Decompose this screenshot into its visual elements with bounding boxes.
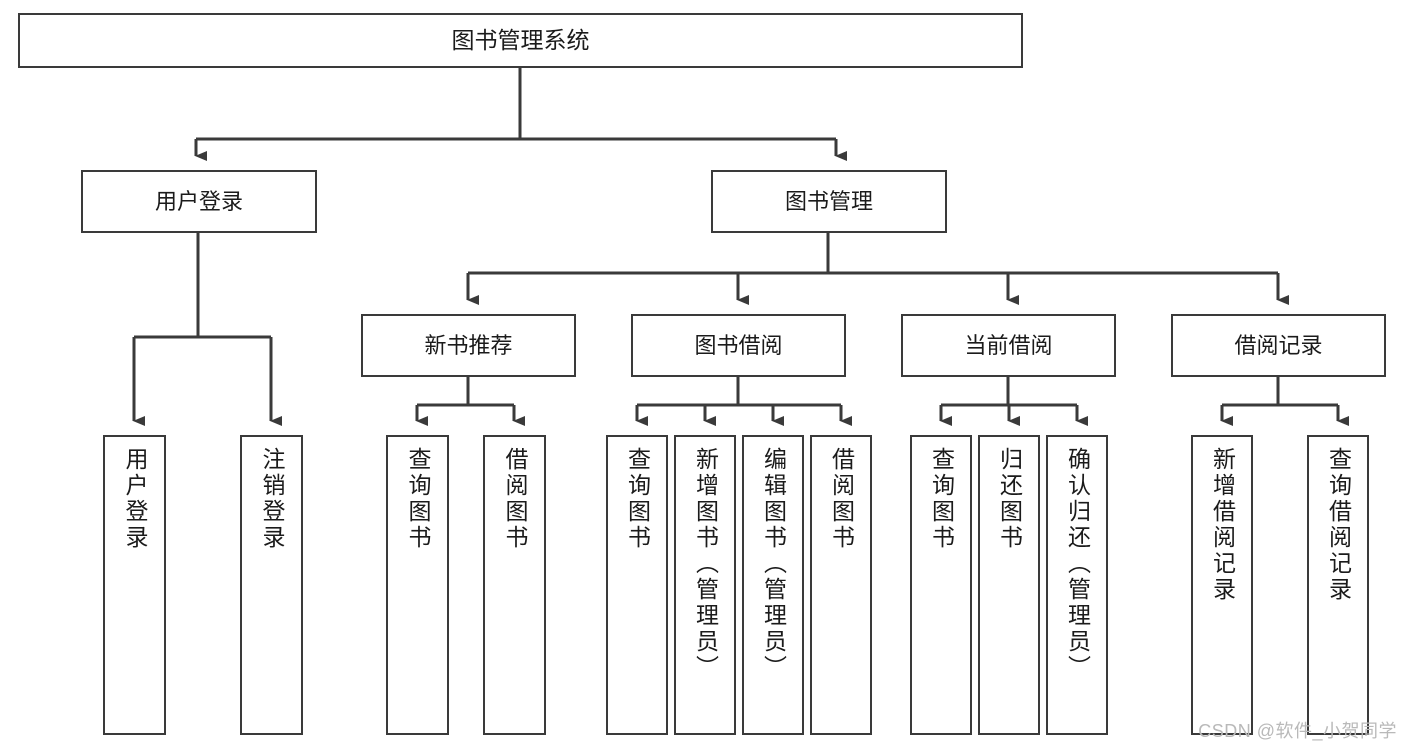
node-label: 借阅图书 bbox=[828, 447, 855, 551]
node-label: 查询借阅记录 bbox=[1325, 447, 1352, 603]
node-label: 新增借阅记录 bbox=[1209, 447, 1236, 603]
watermark: CSDN @软件_小贺同学 bbox=[1198, 721, 1397, 741]
node-label: 图书管理 bbox=[784, 188, 873, 214]
leaf-add-borrow-record[interactable]: 新增借阅记录 bbox=[1191, 435, 1253, 735]
leaf-query-book-recommend[interactable]: 查询图书 bbox=[386, 435, 449, 735]
node-label: 查询图书 bbox=[405, 447, 431, 551]
node-root-book-management-system[interactable]: 图书管理系统 bbox=[18, 13, 1023, 68]
node-label: 确认归还（管理员） bbox=[1064, 447, 1091, 681]
node-new-book-recommend[interactable]: 新书推荐 bbox=[361, 314, 576, 377]
node-label: 查询图书 bbox=[928, 447, 955, 551]
node-current-borrow[interactable]: 当前借阅 bbox=[901, 314, 1116, 377]
node-user-login[interactable]: 用户登录 bbox=[81, 170, 317, 233]
leaf-confirm-return-admin[interactable]: 确认归还（管理员） bbox=[1046, 435, 1108, 735]
node-book-management[interactable]: 图书管理 bbox=[711, 170, 947, 233]
node-label: 图书管理系统 bbox=[451, 26, 590, 53]
leaf-edit-book-admin[interactable]: 编辑图书（管理员） bbox=[742, 435, 804, 735]
leaf-query-borrow-record[interactable]: 查询借阅记录 bbox=[1307, 435, 1369, 735]
node-label: 注销登录 bbox=[259, 447, 285, 551]
leaf-lend-book[interactable]: 借阅图书 bbox=[810, 435, 872, 735]
node-label: 借阅图书 bbox=[502, 447, 528, 551]
leaf-borrow-book-recommend[interactable]: 借阅图书 bbox=[483, 435, 546, 735]
leaf-query-book-borrow[interactable]: 查询图书 bbox=[606, 435, 668, 735]
node-label: 新增图书（管理员） bbox=[692, 447, 719, 681]
node-label: 图书借阅 bbox=[694, 332, 783, 358]
node-label: 编辑图书（管理员） bbox=[760, 447, 787, 681]
node-label: 用户登录 bbox=[154, 188, 243, 214]
leaf-query-book-current[interactable]: 查询图书 bbox=[910, 435, 972, 735]
node-label: 当前借阅 bbox=[964, 332, 1053, 358]
node-label: 归还图书 bbox=[996, 447, 1023, 551]
node-label: 新书推荐 bbox=[424, 332, 513, 358]
node-label: 查询图书 bbox=[624, 447, 651, 551]
node-book-borrow[interactable]: 图书借阅 bbox=[631, 314, 846, 377]
node-label: 用户登录 bbox=[122, 447, 148, 551]
leaf-add-book-admin[interactable]: 新增图书（管理员） bbox=[674, 435, 736, 735]
leaf-return-book[interactable]: 归还图书 bbox=[978, 435, 1040, 735]
leaf-user-login[interactable]: 用户登录 bbox=[103, 435, 166, 735]
node-label: 借阅记录 bbox=[1234, 332, 1323, 358]
leaf-logout-login[interactable]: 注销登录 bbox=[240, 435, 303, 735]
node-borrow-record[interactable]: 借阅记录 bbox=[1171, 314, 1386, 377]
